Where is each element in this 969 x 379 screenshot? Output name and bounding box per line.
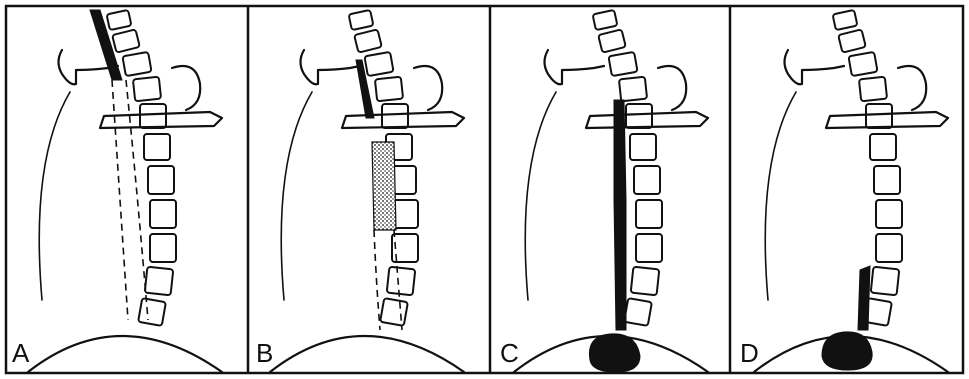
neck-loop bbox=[898, 66, 926, 110]
contrast-column bbox=[858, 266, 870, 330]
base-curve bbox=[28, 336, 222, 372]
jaw-outline bbox=[301, 50, 361, 84]
cord-outline-left bbox=[374, 230, 380, 330]
panel-label-a: A bbox=[12, 338, 30, 368]
contrast-pool bbox=[589, 334, 640, 372]
jaw-outline bbox=[545, 50, 605, 84]
panel-b: B bbox=[256, 10, 464, 372]
back-contour bbox=[281, 92, 312, 300]
neck-loop bbox=[414, 66, 442, 110]
back-contour bbox=[39, 92, 70, 300]
base-curve bbox=[270, 336, 464, 372]
panel-label-d: D bbox=[740, 338, 759, 368]
jaw-outline bbox=[785, 50, 845, 84]
panel-label-c: C bbox=[500, 338, 519, 368]
back-contour bbox=[765, 92, 796, 300]
panel-d: D bbox=[740, 10, 948, 372]
spine-column bbox=[107, 10, 176, 326]
back-contour bbox=[525, 92, 556, 300]
neck-loop bbox=[658, 66, 686, 110]
panel-c: C bbox=[500, 10, 708, 372]
contrast-stippled-segment bbox=[372, 142, 396, 230]
panel-a: A bbox=[12, 10, 222, 372]
neck-loop bbox=[172, 66, 200, 110]
spine-column bbox=[593, 10, 662, 326]
contrast-column bbox=[614, 100, 626, 330]
panel-label-b: B bbox=[256, 338, 273, 368]
